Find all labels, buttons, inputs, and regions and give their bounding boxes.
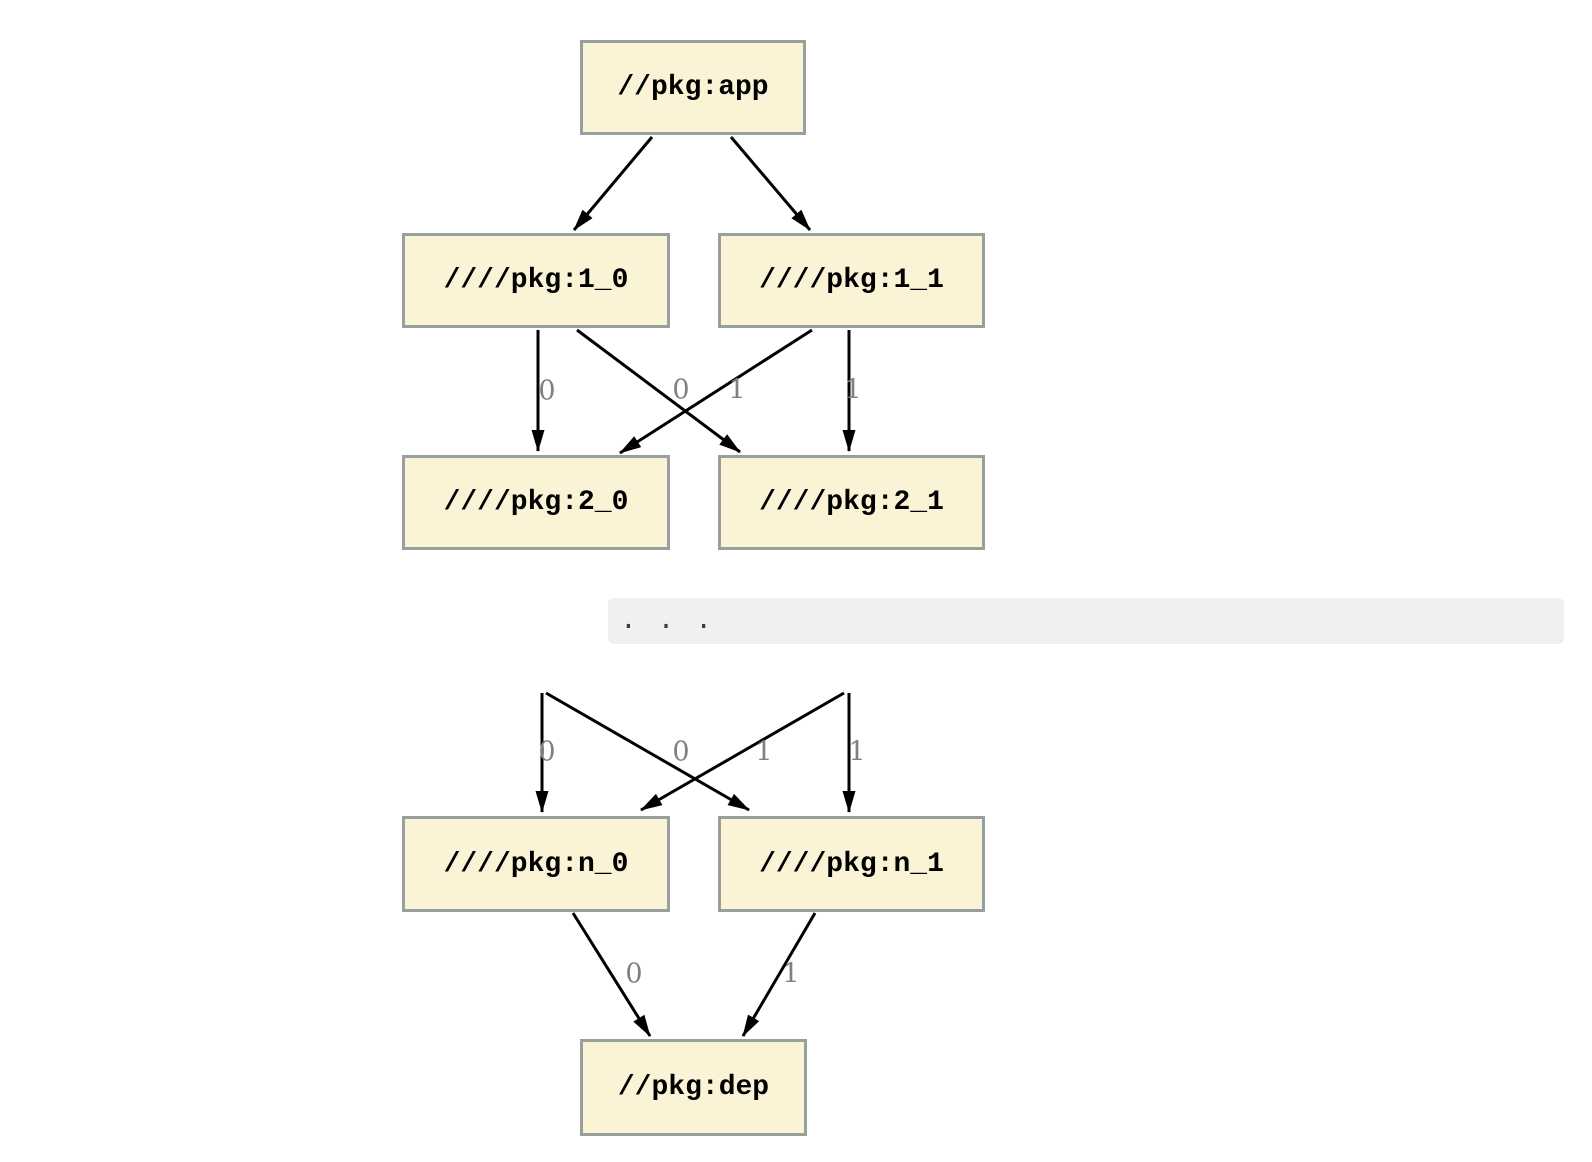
edge-label-n_0-to-dep: 0 (625, 958, 643, 990)
graph-node-1_1: ////pkg:1_1 (718, 233, 985, 328)
edge-ellipsis-to-n_1 (545, 691, 750, 812)
ellipsis-band: . . . (608, 598, 1564, 644)
graph-node-app: //pkg:app (580, 40, 806, 135)
edge-label-ellipsis-to-n_1: 1 (755, 736, 773, 768)
edge-n_1-to-dep (741, 912, 817, 1037)
edge-app-to-1_0 (572, 136, 654, 231)
edge-label-ellipsis-to-n_0: 0 (672, 736, 690, 768)
graph-node-n_1: ////pkg:n_1 (718, 816, 985, 912)
edge-label-n_1-to-dep: 1 (782, 958, 800, 990)
graph-node-n_0: ////pkg:n_0 (402, 816, 670, 912)
edge-label-1_1-to-2_0: 0 (672, 374, 690, 406)
edge-app-to-1_1 (729, 136, 812, 231)
graph-node-2_0: ////pkg:2_0 (402, 455, 670, 550)
edge-label-1_0-to-2_0: 0 (538, 375, 556, 407)
ellipsis-text: . . . (620, 605, 715, 637)
graph-node-dep: //pkg:dep (580, 1039, 807, 1136)
graph-node-2_1: ////pkg:2_1 (718, 455, 985, 550)
edge-1_1-to-2_0 (619, 328, 813, 455)
edge-label-1_1-to-2_1: 1 (844, 374, 862, 406)
graph-node-1_0: ////pkg:1_0 (402, 233, 670, 328)
edge-label-1_0-to-2_1: 1 (728, 374, 746, 406)
edge-label-ellipsis-to-n_0: 0 (538, 736, 556, 768)
edge-label-ellipsis-to-n_1: 1 (848, 736, 866, 768)
edge-1_0-to-2_1 (576, 328, 741, 454)
